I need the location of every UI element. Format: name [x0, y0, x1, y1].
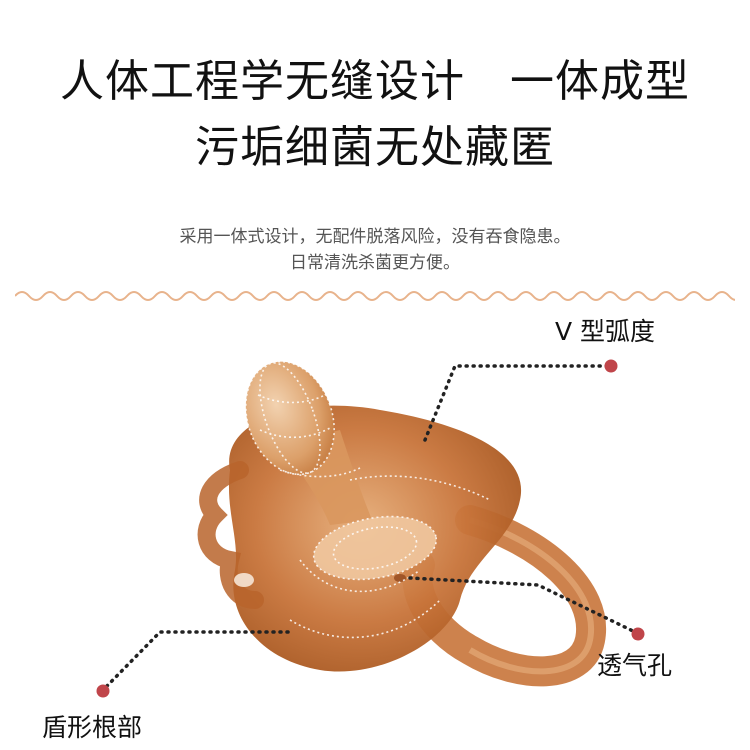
subtitle-line-2: 日常清洗杀菌更方便。: [290, 253, 460, 273]
wave-divider: [15, 291, 735, 301]
nipple-base-disc: [313, 516, 437, 580]
callout-leader-lines: [101, 364, 637, 692]
callout-vent-hole: 透气孔: [597, 651, 673, 680]
callout-dot-v-curve: [604, 359, 618, 373]
callout-v-curve: V 型弧度: [555, 317, 656, 346]
subtitle-line-1: 采用一体式设计，无配件脱落风险，没有吞食隐患。: [179, 227, 571, 247]
nipple-bulb: [245, 361, 335, 475]
callout-shield-root: 盾形根部: [42, 713, 143, 742]
callout-dot-vent-hole: [631, 627, 645, 641]
callout-dot-shield-root: [96, 684, 110, 698]
headline-line-1: 人体工程学无缝设计 一体成型: [60, 56, 690, 107]
headline-line-2: 污垢细菌无处藏匿: [195, 122, 555, 173]
